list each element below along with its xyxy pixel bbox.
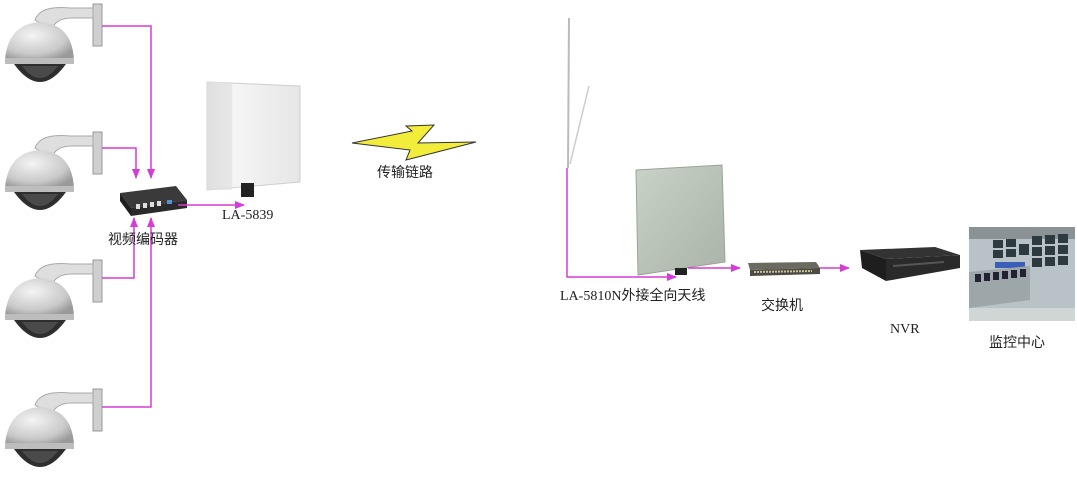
camera-icon — [5, 3, 103, 82]
camera-icon — [5, 259, 103, 338]
video-encoder-icon — [120, 186, 187, 216]
monitor-center-label: 监控中心 — [989, 336, 1045, 351]
nvr-label: NVR — [890, 322, 920, 337]
rx-antenna-label: LA-5810N外接全向天线 — [560, 289, 706, 304]
nvr-icon — [860, 247, 960, 281]
tx-antenna-label: LA-5839 — [222, 208, 274, 223]
camera-icon — [5, 388, 103, 467]
panel-antenna-icon — [206, 81, 301, 197]
panel-antenna-icon — [635, 164, 726, 276]
camera-wires — [102, 25, 155, 408]
network-switch-icon — [748, 262, 820, 276]
wireless-link-bolt-icon — [351, 124, 477, 161]
camera-icon — [5, 131, 103, 210]
switch-label: 交换机 — [761, 299, 803, 314]
omni-to-panel-wire — [566, 168, 677, 281]
monitor-center-image — [969, 227, 1075, 321]
link-label: 传输链路 — [377, 166, 433, 181]
omni-antenna-icon — [567, 17, 590, 169]
encoder-label: 视频编码器 — [108, 233, 178, 248]
